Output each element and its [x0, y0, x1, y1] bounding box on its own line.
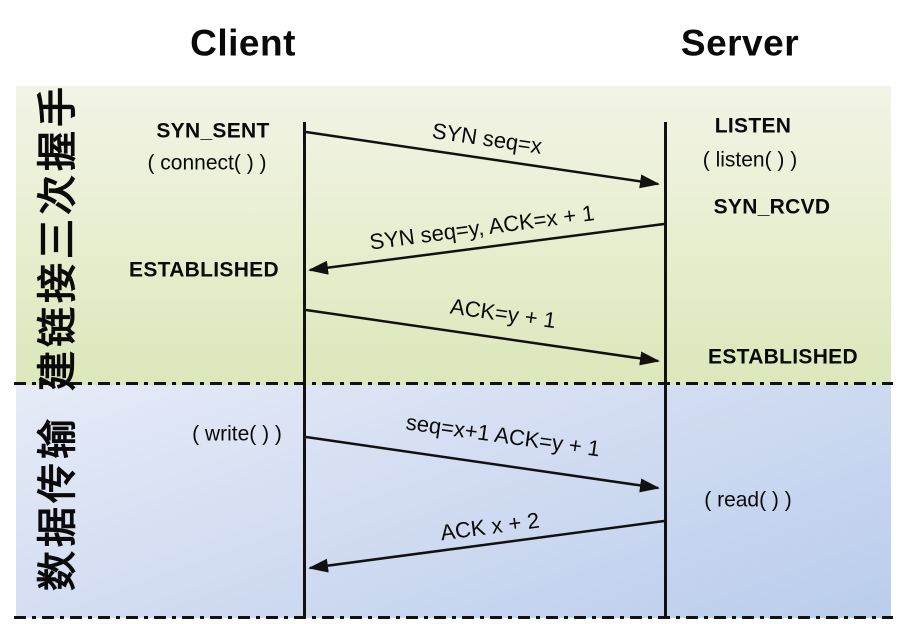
server-state-listen: LISTEN — [714, 114, 792, 138]
client-state-syn-sent: SYN_SENT — [156, 119, 270, 143]
client-connect-call: ( connect( ) ) — [147, 151, 267, 175]
section-divider-line — [14, 382, 893, 385]
client-write-call: ( write( ) ) — [192, 422, 282, 446]
data-transfer-section-band — [16, 385, 891, 618]
server-state-established: ESTABLISHED — [708, 345, 858, 369]
data-transfer-section-label: 数据传输 — [36, 415, 80, 591]
server-title: Server — [680, 22, 800, 64]
handshake-section-label: 建链接三次握手 — [36, 83, 80, 391]
client-state-established: ESTABLISHED — [129, 258, 279, 282]
server-listen-call: ( listen( ) ) — [702, 148, 798, 172]
server-state-syn-rcvd: SYN_RCVD — [713, 195, 831, 219]
bottom-divider-line — [14, 616, 893, 619]
client-title: Client — [190, 22, 296, 64]
server-read-call: ( read( ) ) — [704, 488, 792, 512]
